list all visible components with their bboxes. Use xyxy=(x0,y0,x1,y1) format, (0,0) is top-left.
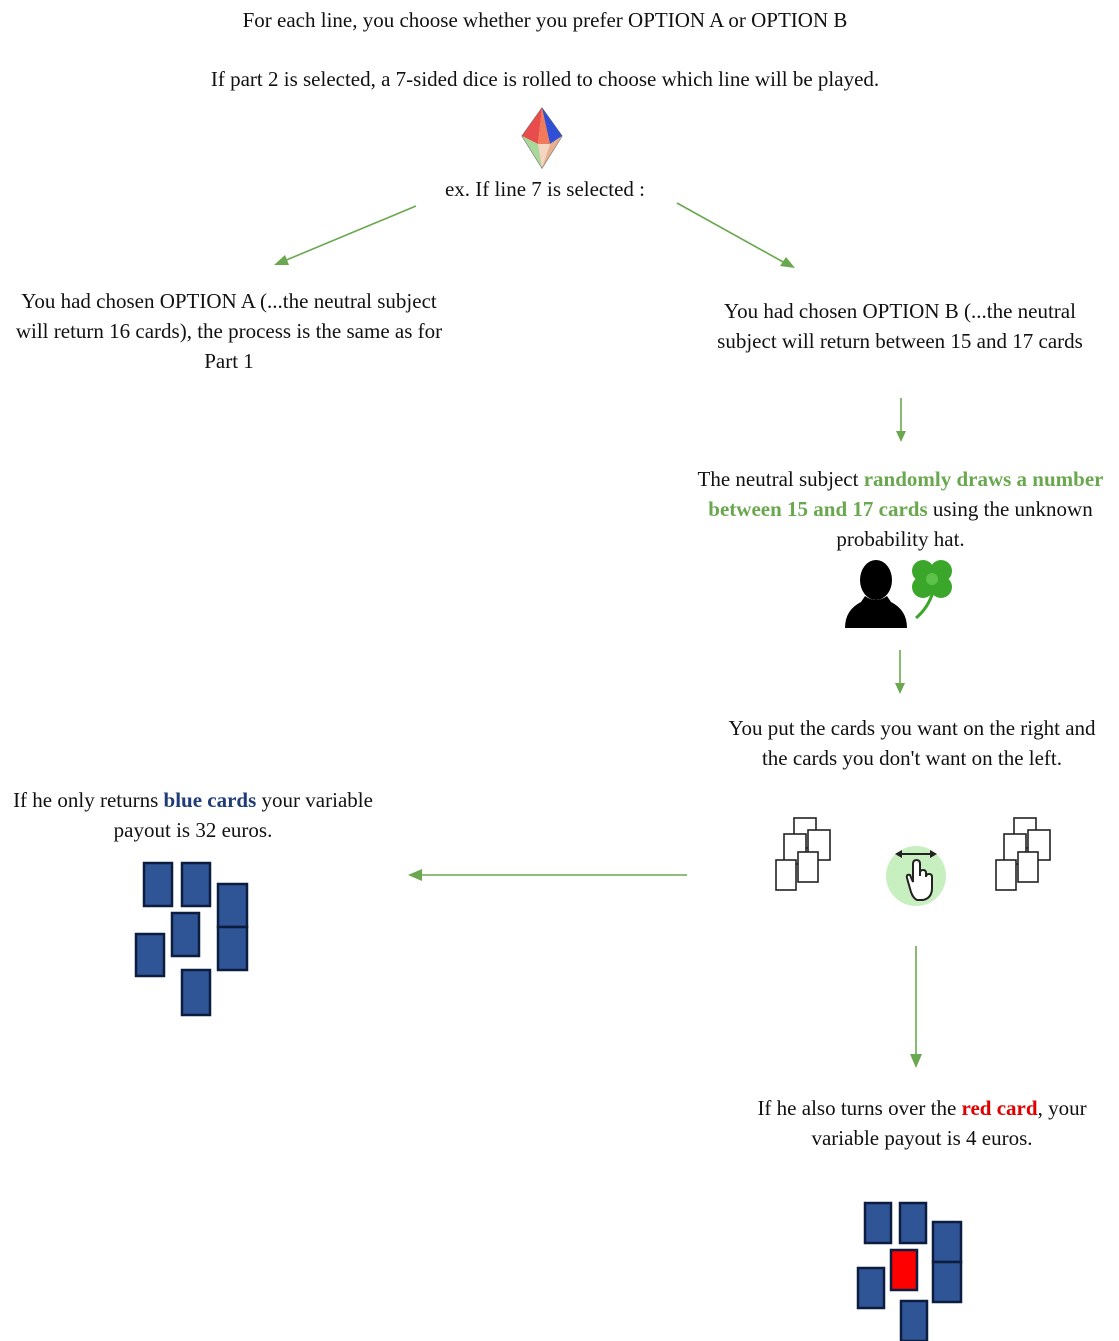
blue-card xyxy=(856,1266,886,1310)
blue-card xyxy=(931,1260,963,1304)
draw-step-highlight: randomly draws a number between 15 and 1… xyxy=(708,467,1104,521)
instruction-line-2: If part 2 is selected, a 7-sided dice is… xyxy=(210,67,880,91)
blue-card xyxy=(863,1201,893,1245)
blue-outcome-post: your variable payout is 32 euros. xyxy=(113,788,373,842)
blue-outcome-pre: If he only returns xyxy=(13,788,164,812)
blue-card xyxy=(180,968,212,1017)
draw-step-post: using the unknown probability hat. xyxy=(836,497,1093,551)
red-outcome-text: If he also turns over the red card, your… xyxy=(752,1093,1092,1153)
blue-card xyxy=(134,932,166,978)
blue-outcome-text: If he only returns blue cards your varia… xyxy=(12,785,374,845)
blue-card xyxy=(898,1201,928,1245)
draw-step-pre: The neutral subject xyxy=(697,467,864,491)
blue-card xyxy=(180,861,212,908)
example-label: ex. If line 7 is selected : xyxy=(444,177,645,201)
blue-card xyxy=(931,1220,963,1264)
option-b-text: You had chosen OPTION B (...the neutral … xyxy=(717,299,1083,353)
red-outcome-pre: If he also turns over the xyxy=(757,1096,962,1120)
person-icon xyxy=(845,560,907,628)
blue-card xyxy=(216,882,249,929)
blue-card xyxy=(899,1299,929,1341)
red-outcome-post: , your variable payout is 4 euros. xyxy=(811,1096,1087,1150)
blue-cards-group xyxy=(134,861,249,1017)
instruction-line-1: For each line, you choose whether you pr… xyxy=(242,8,848,32)
option-a-text: You had chosen OPTION A (...the neutral … xyxy=(15,289,443,373)
mixed-cards-group xyxy=(856,1201,963,1341)
red-outcome-highlight: red card xyxy=(961,1096,1038,1120)
blue-card xyxy=(142,861,174,908)
clover-icon xyxy=(912,560,952,620)
card-stack-icon xyxy=(995,817,1051,891)
blue-card xyxy=(170,911,201,958)
red-card xyxy=(889,1248,919,1292)
drag-hand-icon[interactable] xyxy=(883,842,949,908)
draw-step-text: The neutral subject randomly draws a num… xyxy=(682,464,1119,554)
dice-icon xyxy=(521,107,563,169)
card-stack-icon xyxy=(775,817,831,891)
sort-step-text: You put the cards you want on the right … xyxy=(728,716,1096,770)
blue-card xyxy=(216,925,249,972)
blue-outcome-highlight: blue cards xyxy=(163,788,257,812)
